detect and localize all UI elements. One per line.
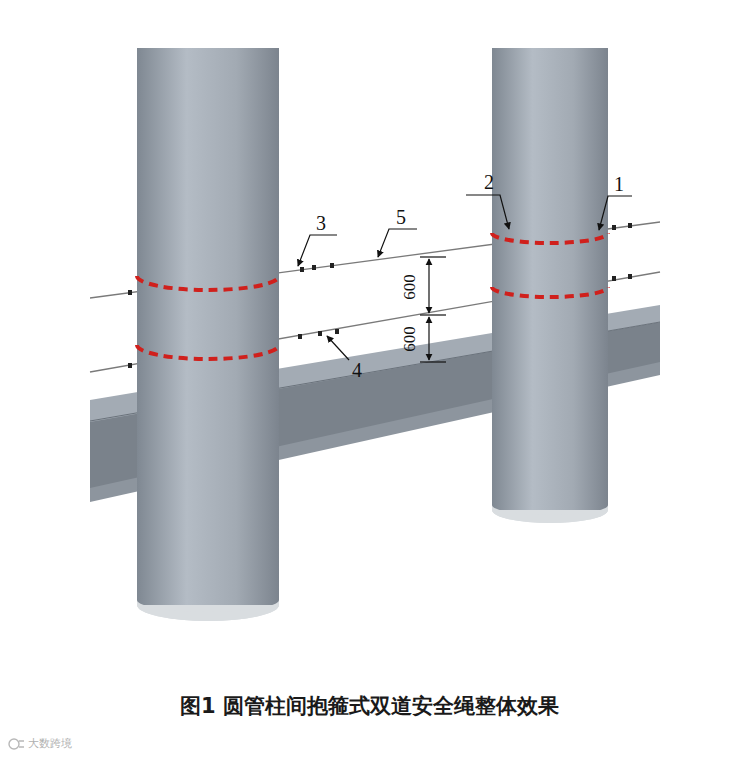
figure-caption: 图1 圆管柱间抱箍式双道安全绳整体效果 [0,692,739,720]
watermark: 大数跨境 [28,738,72,749]
round-pipe-column [137,48,608,621]
callout-number: 3 [316,213,326,233]
callout-number: 4 [352,360,362,380]
callout-number: 2 [484,172,494,192]
dimension-line [420,257,446,362]
watermark-logo [9,739,24,749]
dimension-value: 600 [401,326,418,352]
leader-line [298,195,632,360]
callout-number: 5 [396,207,406,227]
hoop-clamp [137,233,608,359]
callout-number: 1 [614,174,624,194]
dimension-value: 600 [401,274,418,300]
